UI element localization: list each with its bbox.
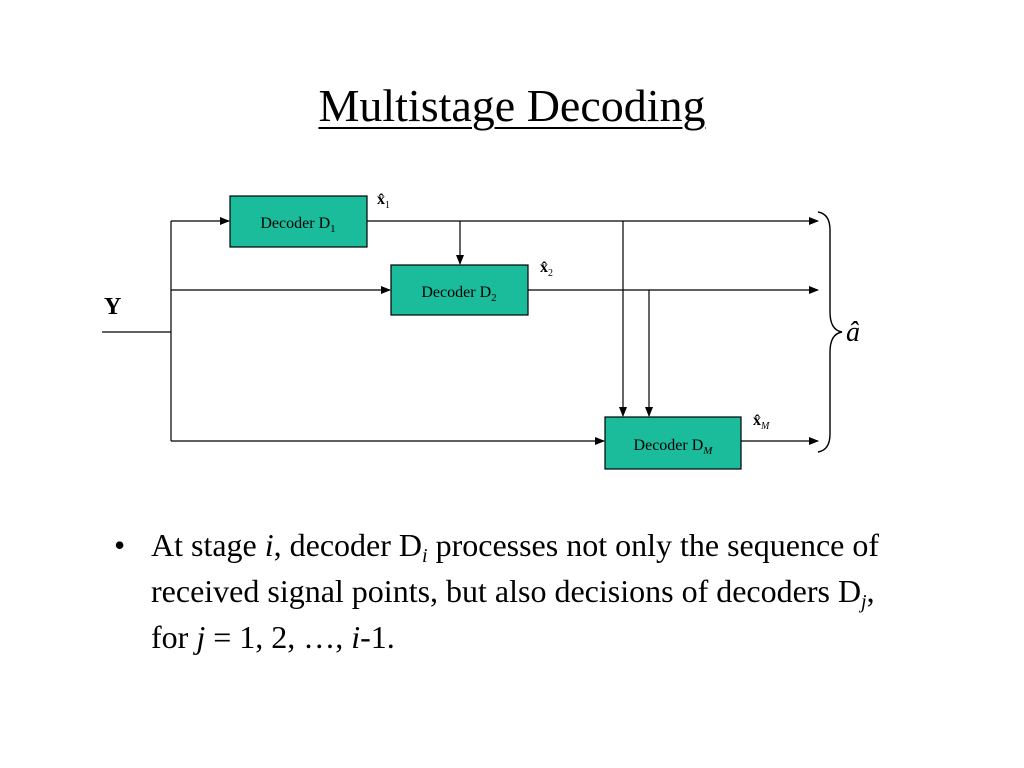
estimate-xm-label: x̂M xyxy=(753,412,770,432)
bullet-list: •At stage i, decoder Di processes not on… xyxy=(114,522,904,660)
bullet-text-6: -1. xyxy=(360,619,395,655)
slide-title-text: Multistage Decoding xyxy=(318,80,706,131)
output-brace xyxy=(817,211,843,453)
bullet-sub-i: i xyxy=(422,545,428,567)
bullet-text-3: processes not only the sequence of recei… xyxy=(151,527,879,609)
estimate-x1-label: x̂1 xyxy=(377,191,390,211)
bullet-text-4: , for xyxy=(151,573,875,655)
input-y-label: Y xyxy=(104,294,121,320)
decoder-m-label: Decoder DM xyxy=(634,437,714,457)
bullet-text-2: , decoder D xyxy=(273,527,423,563)
decoder-m-box: Decoder DM xyxy=(604,416,742,470)
decoder-2-box: Decoder D2 xyxy=(390,264,529,316)
decoder-2-label: Decoder D2 xyxy=(421,284,496,304)
estimate-x2-label: x̂2 xyxy=(540,259,553,279)
bullet-text-5: = 1, 2, …, xyxy=(205,619,352,655)
decision-arrows xyxy=(456,221,653,417)
bullet-var-i-2: i xyxy=(351,619,361,655)
slide-title: Multistage Decoding xyxy=(0,78,1024,134)
input-lines xyxy=(102,217,605,445)
output-a-hat-label: â xyxy=(846,317,860,348)
bullet-var-j: j xyxy=(196,619,206,655)
output-lines xyxy=(367,217,819,445)
bullet-text-1: At stage xyxy=(151,527,265,563)
decoder-1-label: Decoder D1 xyxy=(260,215,335,235)
bullet-item: •At stage i, decoder Di processes not on… xyxy=(114,522,904,660)
bullet-sub-j: j xyxy=(861,591,867,613)
decoder-1-box: Decoder D1 xyxy=(229,195,368,248)
bullet-mark: • xyxy=(114,527,126,563)
bullet-var-i-1: i xyxy=(264,527,274,563)
